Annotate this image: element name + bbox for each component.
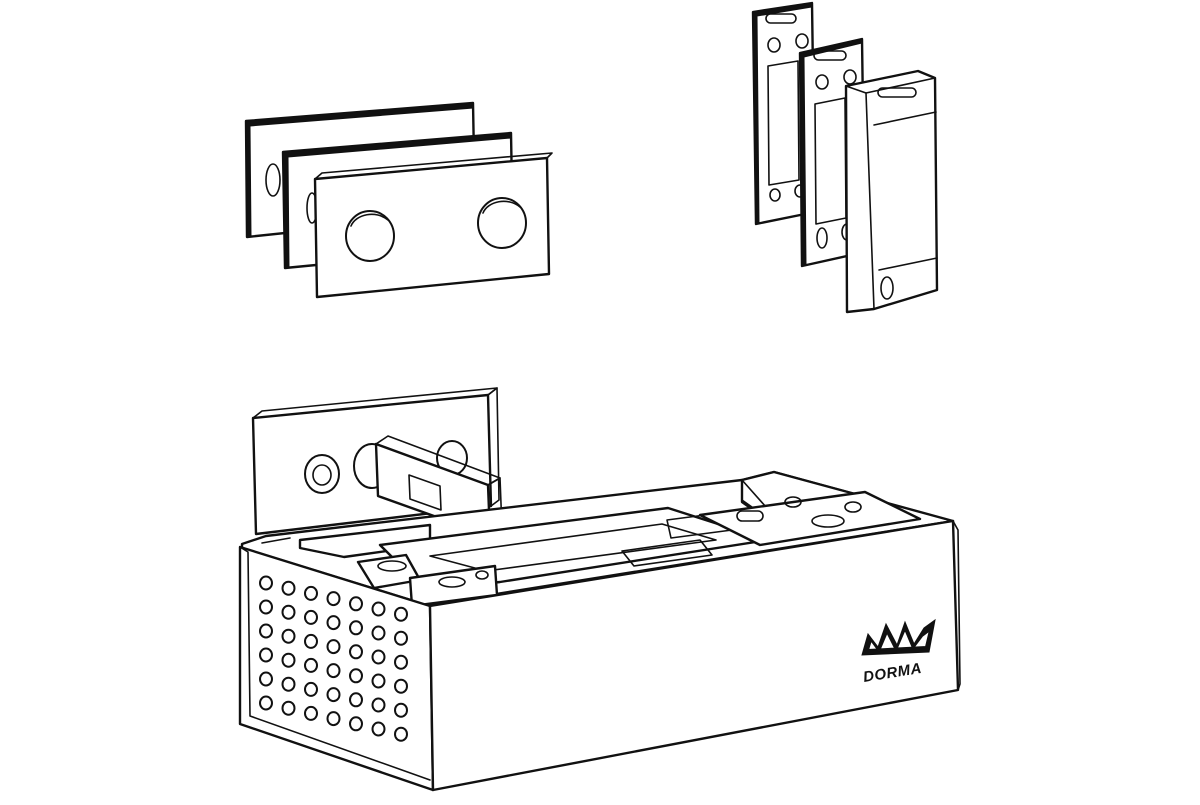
perforation-hole xyxy=(326,615,341,631)
perforation-hole xyxy=(371,697,386,713)
perforation-hole xyxy=(326,591,341,607)
perforation-hole xyxy=(349,716,363,732)
perforation-hole xyxy=(371,625,386,641)
perforation-hole xyxy=(349,596,363,612)
perforation-hole xyxy=(394,606,408,622)
spacer-plates xyxy=(244,101,553,299)
perforation-hole xyxy=(304,705,318,721)
perforation-hole xyxy=(349,620,363,636)
perforation-hole xyxy=(349,644,363,660)
perforation-grid xyxy=(259,575,408,742)
perforation-hole xyxy=(326,711,341,727)
perforation-hole xyxy=(259,647,273,663)
lock-housing: DORMA xyxy=(238,387,961,792)
perforation-hole xyxy=(304,633,318,649)
perforation-hole xyxy=(326,639,341,655)
perforation-hole xyxy=(394,630,408,646)
mechanism xyxy=(356,470,922,608)
perforation-hole xyxy=(371,649,386,665)
perforation-hole xyxy=(304,585,318,601)
perforation-hole xyxy=(281,580,296,596)
perforation-hole xyxy=(349,692,363,708)
perforation-hole xyxy=(281,700,296,716)
perforation-hole xyxy=(304,609,318,625)
perforation-hole xyxy=(394,726,408,742)
perforation-hole xyxy=(304,681,318,697)
perforation-hole xyxy=(349,668,363,684)
spacer-plate-front xyxy=(313,152,553,299)
perforation-hole xyxy=(281,604,296,620)
perforation-hole xyxy=(259,695,273,711)
perforation-hole xyxy=(394,654,408,670)
perforation-hole xyxy=(371,721,386,737)
housing-front-face xyxy=(238,545,435,792)
perforation-hole xyxy=(326,687,341,703)
housing-side-face xyxy=(428,519,961,792)
spacer-hole-right xyxy=(477,197,527,249)
perforation-hole xyxy=(371,673,386,689)
spacer-hole-left xyxy=(345,210,395,262)
perforation-hole xyxy=(281,652,296,668)
perforation-hole xyxy=(259,671,273,687)
perforation-hole xyxy=(304,657,318,673)
perforation-hole xyxy=(371,601,386,617)
mounting-hole-left xyxy=(304,454,340,494)
perforation-hole xyxy=(259,599,273,615)
perforation-hole xyxy=(326,663,341,679)
perforation-hole xyxy=(281,628,296,644)
strike-plates xyxy=(751,1,939,314)
perforation-hole xyxy=(281,676,296,692)
perforation-hole xyxy=(394,678,408,694)
perforation-hole xyxy=(259,623,273,639)
strike-block-front xyxy=(844,69,939,314)
perforation-hole xyxy=(394,702,408,718)
perforation-hole xyxy=(259,575,273,591)
